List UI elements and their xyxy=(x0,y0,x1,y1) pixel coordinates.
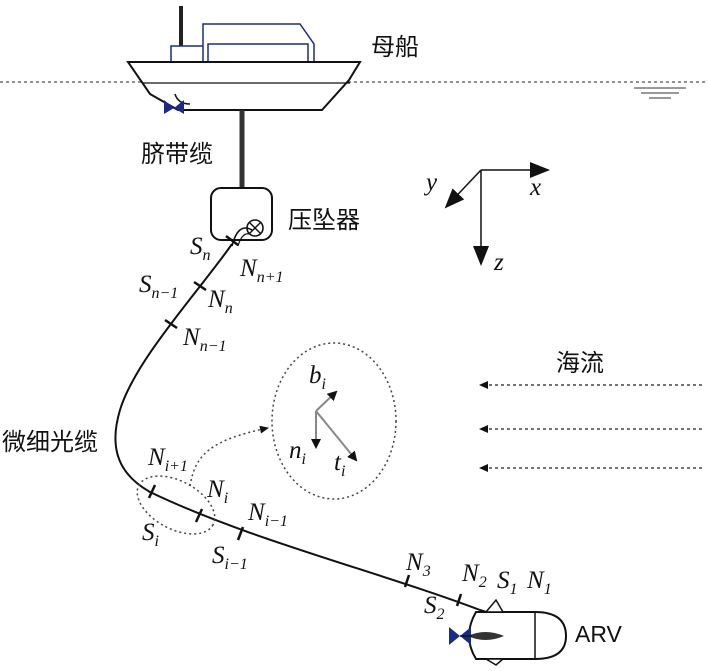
mother-ship xyxy=(126,6,362,114)
axis-x-label: x xyxy=(529,174,541,201)
label-s-1: S1 xyxy=(497,567,518,598)
label-n-nm1: Nn−1 xyxy=(182,324,226,355)
current-arrows xyxy=(479,381,702,472)
label-s-2: S2 xyxy=(424,592,445,623)
label-n-n: Nn xyxy=(207,286,233,317)
label-s-i: Si xyxy=(142,519,159,550)
label-b-i: bi xyxy=(309,362,326,393)
label-t-i: ti xyxy=(334,449,345,480)
umbilical-label: 脐带缆 xyxy=(141,140,213,168)
micro-cable-label: 微细光缆 xyxy=(2,428,98,456)
label-n-i: Ni xyxy=(206,476,228,507)
clump-weight-label: 压坠器 xyxy=(288,206,360,234)
axis-z-label: z xyxy=(493,249,504,276)
water-level-symbol xyxy=(634,87,686,99)
label-n-2: N2 xyxy=(461,560,487,591)
label-n-im1: Ni−1 xyxy=(247,499,288,530)
segment-highlight xyxy=(136,475,216,535)
micro-cable xyxy=(114,243,506,619)
label-s-im1: Si−1 xyxy=(212,542,248,573)
label-s-nm1: Sn−1 xyxy=(139,271,178,302)
axis-y-label: y xyxy=(423,169,438,196)
label-n-frame: ni xyxy=(289,437,306,468)
local-frame-detail xyxy=(271,342,397,500)
label-n-1: N1 xyxy=(526,567,552,598)
label-s-n: Sn xyxy=(190,233,211,264)
detail-connector xyxy=(189,425,269,487)
clump-weight xyxy=(210,187,273,247)
label-n-3: N3 xyxy=(405,549,431,580)
current-label: 海流 xyxy=(556,349,604,377)
label-n-ip1: Ni+1 xyxy=(147,444,188,475)
mother-ship-label: 母船 xyxy=(371,33,419,61)
node-ticks xyxy=(147,235,499,619)
arv-label: ARV xyxy=(575,621,623,647)
global-axes xyxy=(444,162,550,266)
label-n-np1: Nn+1 xyxy=(239,255,283,286)
arv-vehicle xyxy=(449,598,568,666)
